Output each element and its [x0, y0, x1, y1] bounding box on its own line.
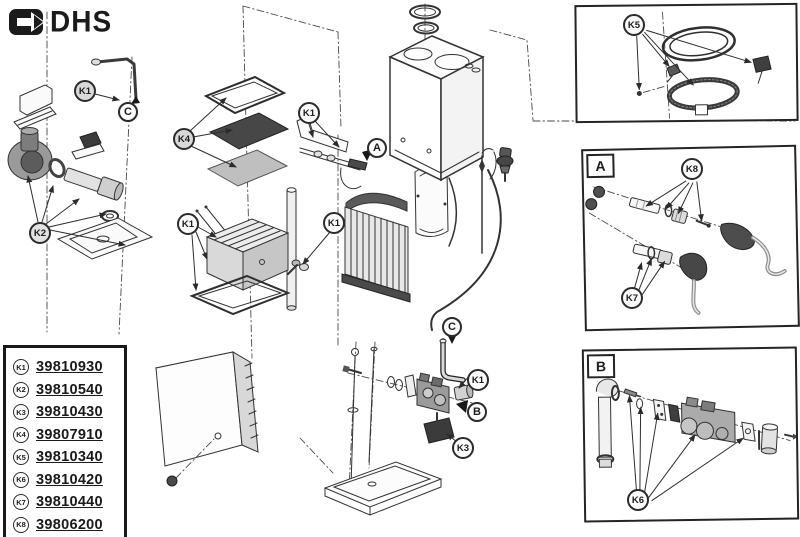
callout-k4-panels: K4 — [173, 128, 195, 150]
part-row: K3 39810430 — [13, 401, 124, 424]
callout-k1-manifold: K1 — [298, 102, 320, 124]
part-number: 39810930 — [36, 359, 103, 376]
insulation-panels — [189, 75, 290, 187]
brand-logo: DHS — [8, 5, 113, 38]
access-door — [154, 351, 259, 487]
venturi-tube — [63, 167, 124, 201]
base-pan — [323, 461, 443, 516]
part-number: 39810430 — [36, 404, 103, 421]
manifold-pilot-assembly — [296, 115, 373, 190]
pilot-tube-rod — [91, 57, 140, 104]
callout-k2-blower: K2 — [29, 222, 51, 244]
part-key-badge: K6 — [13, 471, 29, 488]
part-key-badge: K7 — [13, 494, 29, 511]
tank-casing — [388, 4, 485, 182]
detail-box-b: B — [581, 346, 800, 523]
detail-a-label: A — [586, 153, 615, 179]
blower-assembly — [7, 84, 154, 260]
detail-b-label: B — [586, 354, 616, 379]
part-number: 39810540 — [36, 381, 103, 398]
callout-k5-rings: K5 — [623, 14, 645, 36]
part-key-badge: K4 — [13, 426, 29, 443]
part-key-badge: K8 — [13, 516, 29, 533]
part-number: 39806200 — [36, 516, 103, 533]
part-key-badge: K2 — [13, 381, 29, 398]
thermostat-probe — [479, 147, 514, 254]
callout-a-pilot: A — [367, 138, 387, 158]
part-key-badge: K3 — [13, 404, 29, 421]
part-row: K5 39810340 — [13, 446, 124, 469]
callout-k8-electrode: K8 — [681, 158, 703, 180]
electrode-drawing — [585, 180, 787, 315]
part-row: K7 39810440 — [13, 491, 124, 514]
part-row: K2 39810540 — [13, 379, 124, 402]
valve-detail-drawing — [595, 378, 798, 502]
callout-k7-electrode: K7 — [621, 287, 643, 309]
burner-assembly — [189, 205, 331, 316]
callout-k1-valve: K1 — [467, 369, 489, 391]
callout-k1-burner-left: K1 — [177, 213, 199, 235]
callout-k3-coil: K3 — [452, 437, 474, 459]
logo-arrow-icon — [9, 9, 45, 35]
part-row: K4 39807910 — [13, 424, 124, 447]
part-key-badge: K5 — [13, 449, 29, 466]
callout-k6-valve: K6 — [627, 489, 649, 511]
heat-exchanger — [341, 165, 458, 303]
parts-list: K1 39810930 K2 39810540 K3 39810430 K4 3… — [3, 345, 127, 537]
part-number: 39810440 — [36, 494, 103, 511]
callout-c-pipe: C — [442, 317, 462, 337]
callout-b-valve: B — [467, 402, 487, 422]
brand-name: DHS — [50, 5, 113, 38]
capillary-wire — [430, 169, 502, 344]
callout-c-rod: C — [118, 102, 138, 122]
detail-box-a: A — [581, 144, 800, 332]
callout-k1-rod: K1 — [74, 80, 96, 102]
callout-k1-burner-right: K1 — [323, 212, 345, 234]
part-row: K6 39810420 — [13, 469, 124, 492]
part-number: 39810340 — [36, 449, 103, 466]
part-row: K8 39806200 — [13, 514, 124, 537]
detail-box-flue-rings — [574, 2, 799, 124]
gas-valve-train — [342, 338, 474, 488]
flue-rings-drawing — [635, 11, 772, 119]
part-key-badge: K1 — [13, 359, 29, 376]
part-number: 39810420 — [36, 471, 103, 488]
part-number: 39807910 — [36, 426, 103, 443]
part-row: K1 39810930 — [13, 356, 124, 379]
